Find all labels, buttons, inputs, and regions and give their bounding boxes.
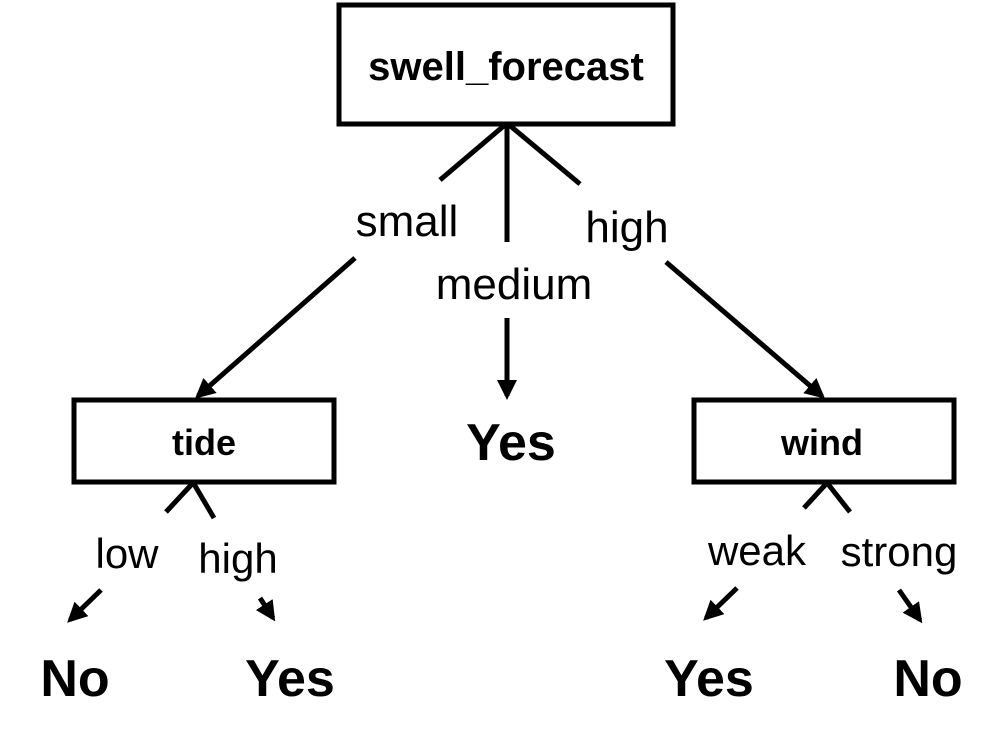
wind-node-box: [691, 397, 957, 485]
leaf-wind-weak-yes: Yes: [664, 650, 754, 708]
tide-node-label: tide: [172, 422, 236, 463]
edge-root-high-upper: [506, 122, 582, 186]
edge-wind-strong-upper: [826, 482, 852, 514]
edge-tide-high-upper: [191, 482, 217, 520]
branch-label-low: low: [95, 530, 159, 577]
edge-root-small-lower: [194, 256, 357, 399]
wind-node-label: wind: [780, 422, 863, 463]
branch-label-weak: weak: [707, 527, 807, 574]
edge-tide-low-upper: [164, 482, 194, 514]
edge-wind-weak-upper: [802, 482, 828, 510]
tide-node-box: [71, 397, 337, 485]
branch-label-tide-high: high: [198, 535, 277, 582]
edge-root-high-lower: [664, 260, 826, 399]
edge-root-small-upper: [438, 122, 508, 182]
leaf-wind-strong-no: No: [893, 650, 962, 708]
root-node-box: [336, 2, 676, 127]
edge-tide-high-lower: [255, 596, 276, 622]
branch-label-medium: medium: [436, 260, 593, 309]
edge-wind-strong-lower: [896, 588, 923, 624]
edge-tide-low-lower: [67, 588, 103, 623]
leaf-medium-yes: Yes: [466, 414, 556, 472]
root-node-label: swell_forecast: [368, 45, 644, 89]
branch-label-strong: strong: [841, 528, 958, 575]
leaf-tide-high-yes: Yes: [245, 650, 335, 708]
edge-wind-weak-lower: [703, 586, 739, 621]
branch-label-high: high: [585, 203, 668, 252]
branch-label-small: small: [356, 197, 459, 246]
leaf-tide-low-no: No: [40, 650, 109, 708]
